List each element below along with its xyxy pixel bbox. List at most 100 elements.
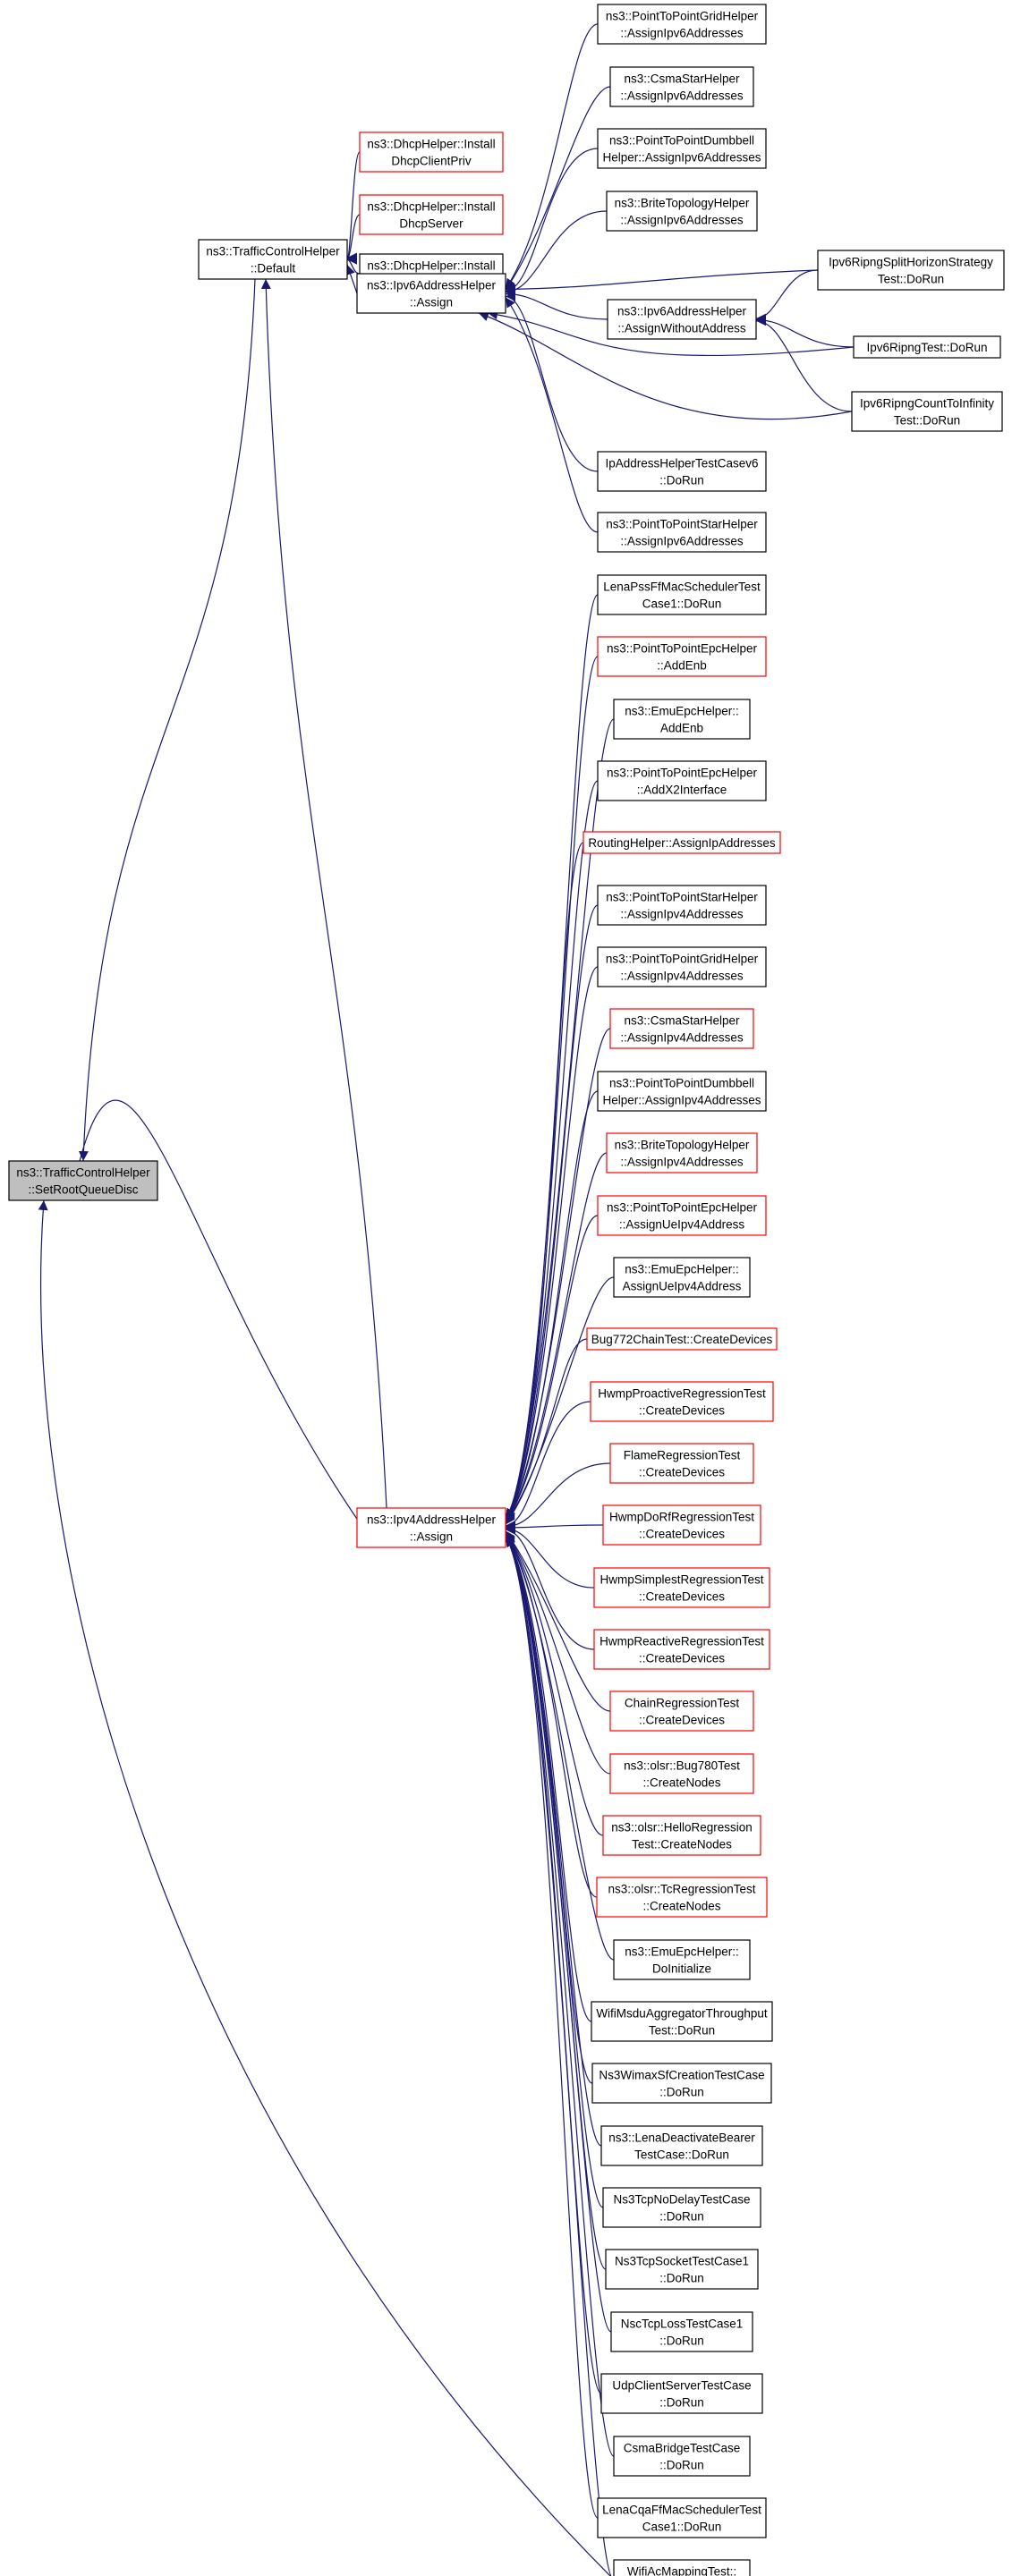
edge-ripng-split-to-ipv6-without [755, 269, 819, 324]
node-label: ::AssignIpv4Addresses [620, 1031, 744, 1045]
node-ipv4-assign[interactable]: ns3::Ipv4AddressHelper::Assign [356, 1507, 506, 1548]
edge-routing-ip-to-ipv4-assign [505, 842, 584, 1520]
node-label: ::CreateNodes [642, 1900, 720, 1913]
node-brite4[interactable]: ns3::BriteTopologyHelper::AssignIpv4Addr… [606, 1132, 758, 1174]
node-p2pepc-ue[interactable]: ns3::PointToPointEpcHelper::AssignUeIpv4… [597, 1195, 767, 1236]
node-label: ::AssignIpv6Addresses [620, 89, 744, 103]
node-hwmp-dorf[interactable]: HwmpDoRfRegressionTest::CreateDevices [602, 1504, 761, 1546]
node-label: ns3::CsmaStarHelper [624, 72, 740, 86]
edge-csmastar4-to-ipv4-assign [505, 1028, 611, 1521]
node-wifi-ac[interactable]: WifiAcMappingTest::DoRun [613, 2559, 751, 2576]
node-emu-enb[interactable]: ns3::EmuEpcHelper::AddEnb [613, 699, 751, 740]
node-label: Test::CreateNodes [632, 1838, 732, 1852]
node-label: ns3::olsr::Bug780Test [624, 1759, 740, 1773]
node-box [602, 1504, 761, 1546]
edge-flame-to-ipv4-assign [505, 1462, 611, 1532]
node-box [597, 2497, 767, 2538]
node-box [851, 391, 1003, 432]
node-box [8, 1160, 158, 1201]
node-label: ::DoRun [659, 2210, 704, 2224]
node-label: Bug772ChainTest::CreateDevices [591, 1333, 773, 1346]
node-udp-cs[interactable]: UdpClientServerTestCase::DoRun [600, 2373, 763, 2414]
node-olsr-bug780[interactable]: ns3::olsr::Bug780Test::CreateNodes [609, 1753, 754, 1794]
node-box [583, 831, 781, 854]
node-csmastar6[interactable]: ns3::CsmaStarHelper::AssignIpv6Addresses [609, 66, 754, 107]
node-routing-ip[interactable]: RoutingHelper::AssignIpAddresses [583, 831, 781, 854]
edge-layer [38, 23, 855, 2576]
node-label: Case1::DoRun [642, 2521, 722, 2534]
node-label: Ipv6RipngTest::DoRun [866, 341, 987, 354]
node-label: ChainRegressionTest [625, 1697, 740, 1710]
node-flame[interactable]: FlameRegressionTest::CreateDevices [609, 1443, 754, 1484]
node-csmastar4[interactable]: ns3::CsmaStarHelper::AssignIpv4Addresses [609, 1008, 754, 1049]
node-p2pgrid4[interactable]: ns3::PointToPointGridHelper::AssignIpv4A… [597, 946, 767, 987]
node-ipaddr-v6[interactable]: IpAddressHelperTestCasev6::DoRun [597, 451, 767, 492]
edge-chain-to-ipv4-assign [505, 1530, 611, 1712]
edge-ripng-count-to-ipv6-assign [478, 311, 853, 420]
node-chain[interactable]: ChainRegressionTest::CreateDevices [609, 1690, 754, 1732]
node-label: TestCase::DoRun [634, 2148, 729, 2162]
node-box [607, 299, 757, 340]
edge-lena-deact-to-ipv4-assign [505, 1536, 602, 2147]
node-box [597, 946, 767, 987]
node-label: ::CreateDevices [639, 1590, 725, 1604]
node-tcp-nodelay[interactable]: Ns3TcpNoDelayTestCase::DoRun [602, 2187, 761, 2228]
edge-p2pstar6-to-ipv6-assign [505, 297, 599, 533]
edge-p2pdumb4-to-ipv4-assign [505, 1090, 599, 1521]
edge-ripng-test-to-ipv6-without [755, 315, 855, 348]
edge-csma-bridge-to-ipv4-assign [505, 1536, 615, 2457]
node-label: FlameRegressionTest [624, 1449, 741, 1462]
node-label: ::DoRun [659, 2459, 704, 2472]
node-p2pstar6[interactable]: ns3::PointToPointStarHelper::AssignIpv6A… [597, 512, 767, 553]
node-olsr-hello[interactable]: ns3::olsr::HelloRegressionTest::CreateNo… [602, 1815, 761, 1856]
node-ripng-test[interactable]: Ipv6RipngTest::DoRun [853, 335, 1001, 359]
node-label: ::AssignIpv6Addresses [620, 535, 744, 548]
node-brite6[interactable]: ns3::BriteTopologyHelper::AssignIpv6Addr… [606, 191, 758, 232]
node-label: ns3::Ipv6AddressHelper [367, 279, 497, 292]
edge-emu-ue-to-ipv4-assign [505, 1276, 615, 1524]
node-olsr-tc[interactable]: ns3::olsr::TcRegressionTest::CreateNodes [596, 1877, 768, 1918]
edge-tch-default-to-root [78, 278, 256, 1162]
node-label: ::AssignIpv6Addresses [620, 214, 744, 227]
node-hwmp-simplest[interactable]: HwmpSimplestRegressionTest::CreateDevice… [593, 1567, 770, 1608]
node-ipv6-assign[interactable]: ns3::Ipv6AddressHelper::Assign [356, 273, 506, 314]
node-p2pgrid6[interactable]: ns3::PointToPointGridHelper::AssignIpv6A… [597, 4, 767, 45]
node-hwmp-reactive[interactable]: HwmpReactiveRegressionTest::CreateDevice… [593, 1629, 770, 1670]
node-csma-bridge[interactable]: CsmaBridgeTestCase::DoRun [613, 2436, 751, 2477]
node-ipv6-without[interactable]: ns3::Ipv6AddressHelper::AssignWithoutAdd… [607, 299, 757, 340]
node-label: ::AssignIpv6Addresses [620, 27, 744, 40]
node-label: ::DoRun [659, 2334, 704, 2348]
node-nsc-tcploss[interactable]: NscTcpLossTestCase1::DoRun [610, 2311, 753, 2352]
node-box [356, 1507, 506, 1548]
node-p2pepc-x2[interactable]: ns3::PointToPointEpcHelper::AddX2Interfa… [597, 760, 767, 801]
node-emu-init[interactable]: ns3::EmuEpcHelper::DoInitialize [613, 1939, 751, 1980]
node-tcp-socket[interactable]: Ns3TcpSocketTestCase1::DoRun [605, 2249, 759, 2290]
node-wimax-sf[interactable]: Ns3WimaxSfCreationTestCase::DoRun [591, 2063, 772, 2104]
node-emu-ue[interactable]: ns3::EmuEpcHelper::AssignUeIpv4Address [613, 1257, 751, 1298]
node-tch-default[interactable]: ns3::TrafficControlHelper::Default [198, 239, 348, 280]
node-label: DhcpServer [399, 217, 463, 231]
edge-ipv4-assign-to-tch-default [260, 278, 387, 1509]
node-hwmp-proactive[interactable]: HwmpProactiveRegressionTest::CreateDevic… [590, 1381, 774, 1422]
node-box [609, 1443, 754, 1484]
node-label: HwmpReactiveRegressionTest [600, 1635, 764, 1648]
node-p2pepc-enb[interactable]: ns3::PointToPointEpcHelper::AddEnb [597, 636, 767, 677]
node-p2pstar4[interactable]: ns3::PointToPointStarHelper::AssignIpv4A… [597, 885, 767, 926]
node-bug772[interactable]: Bug772ChainTest::CreateDevices [586, 1327, 778, 1351]
node-label: ::CreateDevices [639, 1404, 725, 1418]
node-label: NscTcpLossTestCase1 [621, 2318, 744, 2331]
node-box [597, 451, 767, 492]
node-label: ::AssignIpv4Addresses [620, 1156, 744, 1169]
node-box [602, 1815, 761, 1856]
node-label: ::AssignUeIpv4Address [619, 1218, 745, 1232]
node-p2pdumb6[interactable]: ns3::PointToPointDumbbellHelper::AssignI… [597, 128, 767, 169]
node-p2pdumb4[interactable]: ns3::PointToPointDumbbellHelper::AssignI… [597, 1071, 767, 1112]
